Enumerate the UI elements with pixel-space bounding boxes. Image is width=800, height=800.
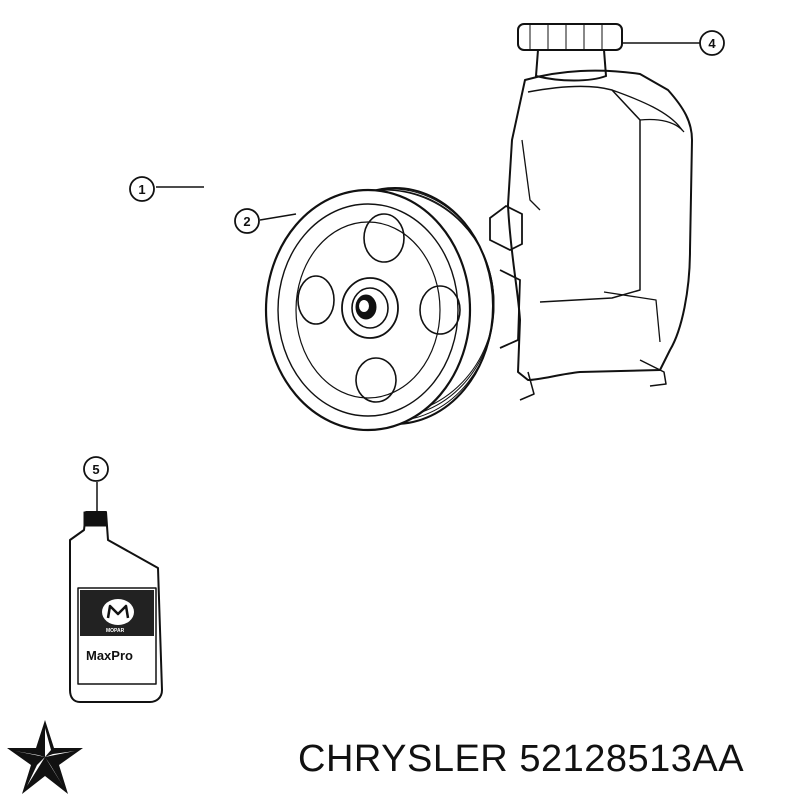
- mount-bracket: [489, 204, 523, 349]
- callout-2-label: 2: [243, 214, 250, 229]
- bottle-brand-label: MOPAR: [106, 628, 125, 634]
- chrysler-star-logo: [7, 720, 83, 794]
- reservoir-cap: [517, 23, 623, 82]
- caption-brand: CHRYSLER: [298, 738, 509, 780]
- fluid-bottle: [69, 511, 163, 703]
- callout-5: 5: [83, 456, 109, 512]
- callout-4: 4: [622, 30, 725, 56]
- callout-5-label: 5: [92, 462, 99, 477]
- callout-2: 2: [234, 208, 297, 234]
- part-caption: CHRYSLER 52128513AA: [298, 738, 798, 788]
- caption-part-number: 52128513AA: [519, 738, 745, 780]
- callout-4-label: 4: [708, 36, 716, 51]
- callout-1-label: 1: [138, 182, 145, 197]
- reservoir: [507, 69, 693, 401]
- bottle-product-label: MaxPro: [86, 648, 133, 663]
- pump-pulley: [264, 187, 495, 432]
- callout-1: 1: [129, 176, 204, 202]
